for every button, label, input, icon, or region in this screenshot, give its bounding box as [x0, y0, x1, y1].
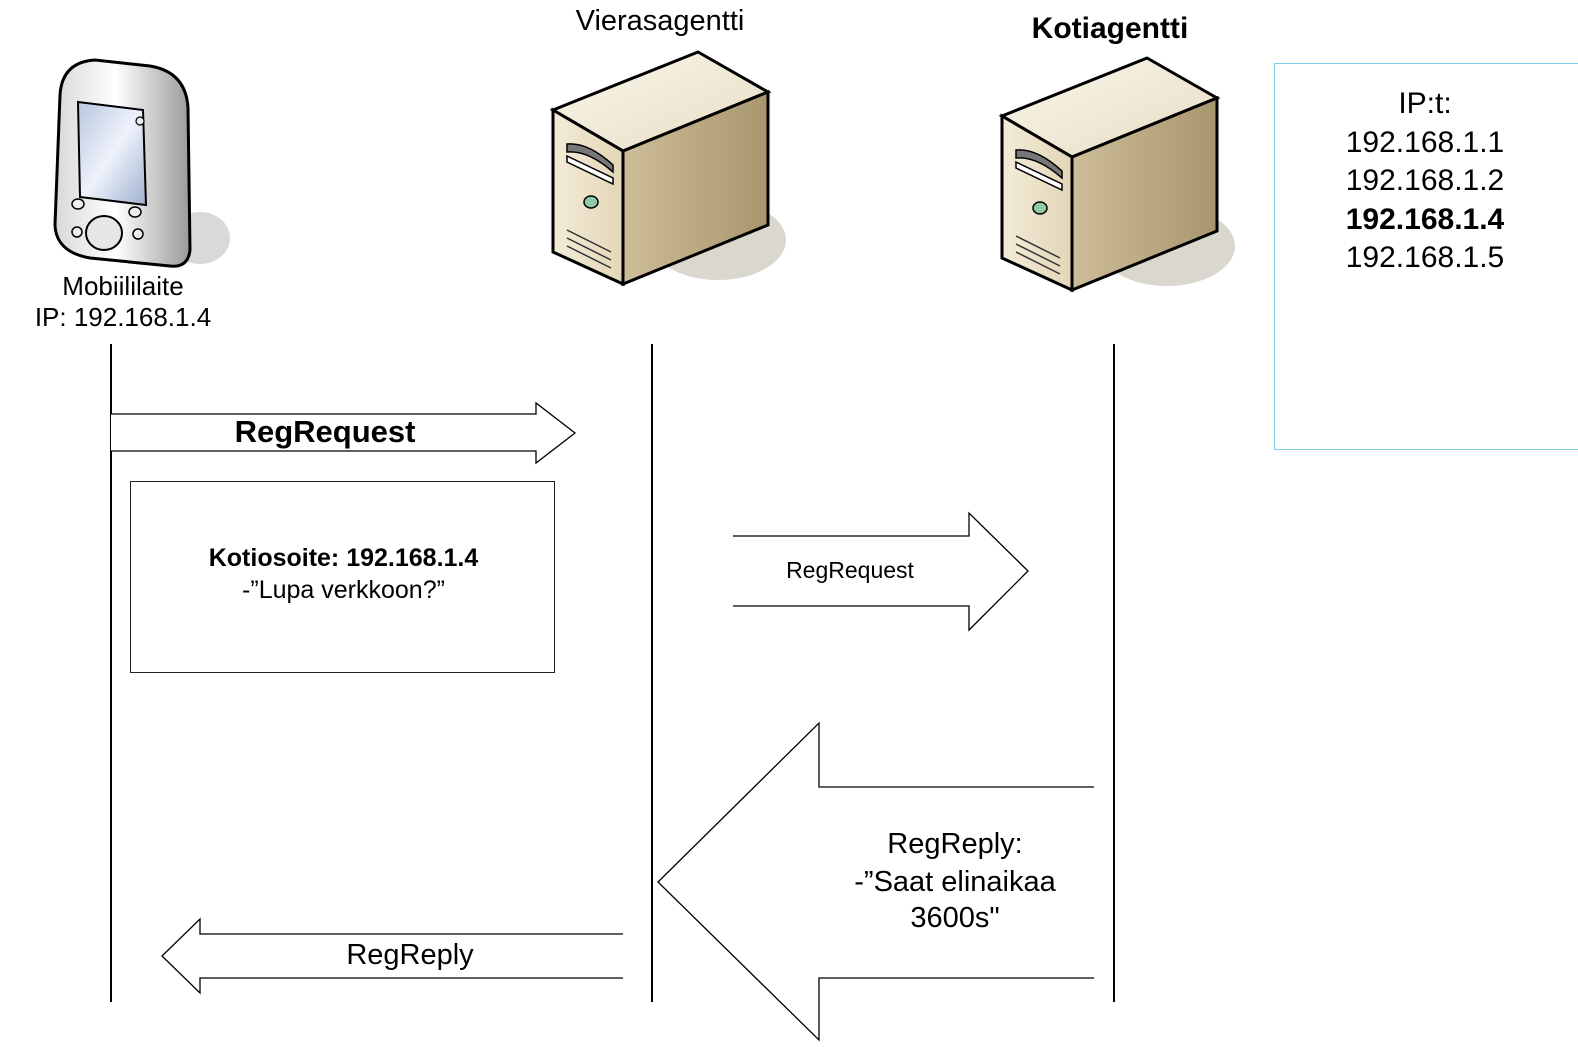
pda-icon	[53, 58, 230, 268]
reg-request-arrow-1	[111, 401, 577, 465]
reg-reply-big-line-3: 3600s"	[910, 902, 1000, 934]
reg-reply-big-line-1: RegReply:	[887, 828, 1023, 860]
ip-entry: 192.168.1.1	[1345, 125, 1505, 159]
reg-reply-big-line-2: -”Saat elinaikaa	[854, 866, 1056, 898]
ip-entry: 192.168.1.5	[1345, 241, 1505, 274]
note-line-1: Kotiosoite: 192.168.1.4	[208, 544, 479, 572]
ip-entry-highlighted: 192.168.1.4	[1345, 202, 1505, 236]
mobile-ip-label: IP: 192.168.1.4	[34, 302, 212, 332]
ip-table-box: IP:t: 192.168.1.1 192.168.1.2 192.168.1.…	[1274, 63, 1578, 450]
reg-reply-small-label: RegReply	[346, 939, 474, 971]
ip-table-title: IP:t:	[1398, 87, 1452, 120]
server-icon-home	[998, 56, 1235, 293]
note-line-2: -”Lupa verkkoon?”	[242, 576, 445, 604]
ip-entry: 192.168.1.2	[1345, 164, 1505, 197]
home-address-note: Kotiosoite: 192.168.1.4 -”Lupa verkkoon?…	[130, 481, 555, 673]
foreign-agent-label: Vierasagentti	[575, 5, 745, 37]
mobile-name-label: Mobiililaite	[62, 271, 184, 301]
home-agent-label: Kotiagentti	[1031, 12, 1189, 45]
reg-reply-big-arrow	[657, 721, 1094, 1042]
reg-request-label-2: RegRequest	[786, 557, 914, 583]
reg-request-label-1: RegRequest	[234, 414, 416, 449]
reg-request-arrow-2	[733, 511, 1029, 632]
ip-table-list: IP:t: 192.168.1.1 192.168.1.2 192.168.1.…	[1275, 85, 1575, 278]
reg-reply-small-arrow	[161, 917, 623, 995]
server-icon-foreign	[549, 50, 786, 287]
